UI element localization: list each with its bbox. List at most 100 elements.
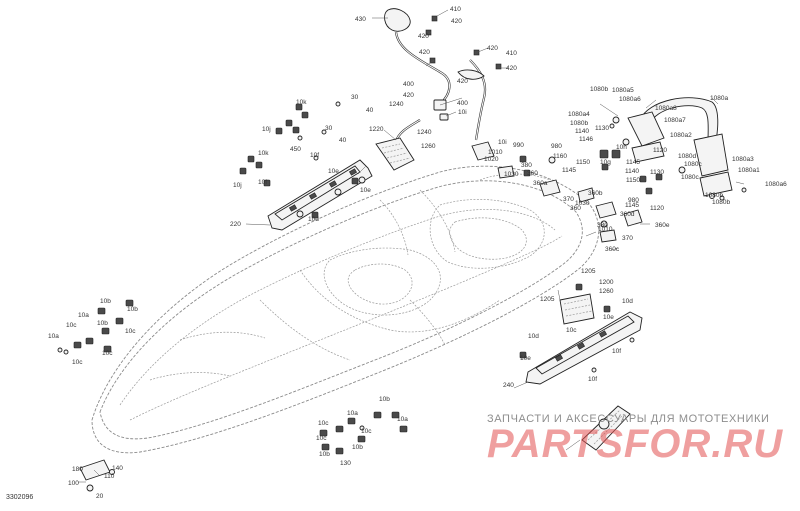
callout-label: 1145	[625, 202, 639, 209]
callout-label: 1240	[417, 129, 432, 136]
side-rail-lower-right	[519, 283, 643, 385]
callout-label: 10g	[600, 159, 611, 166]
callout-label: 100	[68, 480, 79, 487]
callout-label: 10e	[328, 168, 339, 175]
callout-label: 1080b	[705, 192, 723, 199]
callout-label: 180	[72, 466, 83, 473]
callout-label: 1140	[575, 128, 589, 135]
callout-label: 1130	[650, 169, 664, 176]
callout-label: 10a	[397, 416, 408, 423]
callout-label: 1220	[369, 126, 384, 133]
bow-clip-cluster	[57, 299, 134, 355]
callout-label: 1080b	[712, 199, 730, 206]
callout-label: 430	[355, 16, 366, 23]
callout-label: 10b	[379, 396, 390, 403]
callout-label: 10c	[72, 359, 83, 366]
callout-label: 1130	[595, 125, 609, 132]
callout-label: 1080a1	[738, 167, 760, 174]
callout-label: 360c	[605, 246, 620, 253]
callout-label: 10b	[100, 298, 111, 305]
callout-label: 10b	[127, 306, 138, 313]
callout-label: 420	[487, 45, 498, 52]
callout-label: 1010	[488, 149, 503, 156]
callout-label: 10j	[233, 182, 242, 189]
callout-label: 420	[451, 18, 462, 25]
side-rail-left-top	[267, 159, 373, 231]
callout-labels: 430 410 420 420 420 410 420 420 400 420 …	[48, 6, 787, 500]
callout-label: 400	[457, 100, 468, 107]
tow-eye-bracket	[79, 459, 115, 492]
callout-label: 1150	[576, 159, 590, 166]
callout-label: 450	[290, 146, 301, 153]
callout-label: 10e	[520, 355, 531, 362]
callout-label: 1080a5	[612, 87, 634, 94]
callout-label: 10a	[347, 410, 358, 417]
callout-label: 10f	[588, 376, 597, 383]
callout-label: 40	[339, 137, 347, 144]
callout-label: 360	[527, 170, 538, 177]
callout-label: 10c	[125, 328, 136, 335]
callout-label: 20	[96, 493, 104, 500]
callout-label: 1145	[562, 167, 576, 174]
callout-label: 1080a6	[619, 96, 641, 103]
callout-label: 10c	[66, 322, 77, 329]
callout-label: 10e	[603, 314, 614, 321]
callout-label: 360e	[655, 222, 670, 229]
callout-label: 1140	[625, 168, 639, 175]
clip-cluster-upper-left	[239, 101, 359, 219]
callout-label: 10d	[308, 216, 319, 223]
callout-label: 10b	[352, 444, 363, 451]
callout-label: 1080a3	[732, 156, 754, 163]
cleat-and-eyelet-group	[471, 141, 643, 243]
watermark-caption: ЗАПЧАСТИ И АКСЕССУАРЫ ДЛЯ МОТОТЕХНИКИ	[487, 413, 770, 425]
callout-label: 1145	[626, 159, 640, 166]
callout-label: 10b	[319, 451, 330, 458]
callout-label: 1080a7	[664, 117, 686, 124]
callout-label: 1200	[599, 279, 614, 286]
callout-label: 1080a2	[670, 132, 692, 139]
callout-label: 30	[351, 94, 359, 101]
callout-label: 400	[403, 81, 414, 88]
callout-label: 130	[340, 460, 351, 467]
callout-label: 1205	[540, 296, 555, 303]
reboarding-handle-assembly	[599, 97, 747, 201]
callout-leader-lines	[78, 9, 745, 483]
callout-label: 980	[628, 197, 639, 204]
callout-label: 10a	[78, 312, 89, 319]
callout-label: 980	[551, 143, 562, 150]
callout-label: 370	[622, 235, 633, 242]
callout-label: 10c	[316, 435, 327, 442]
callout-label: 1080b	[570, 120, 588, 127]
watercraft-hull-outline	[91, 165, 600, 454]
callout-label: 1080b	[590, 86, 608, 93]
callout-label: 380	[597, 222, 608, 229]
callout-label: 10k	[296, 99, 307, 106]
callout-label: 380	[521, 162, 532, 169]
callout-label: 360d	[620, 211, 635, 218]
watermark-brand-logo: PARTSFOR.RU	[487, 422, 784, 466]
diagram-reference-code: 3302096	[6, 494, 34, 501]
callout-label: 420	[457, 78, 468, 85]
callout-label: 240	[503, 382, 514, 389]
callout-label: 420	[419, 49, 430, 56]
callout-label: 1120	[650, 205, 664, 212]
callout-label: 1120	[653, 147, 667, 154]
callout-label: 360b	[588, 190, 603, 197]
callout-label: 10d	[622, 298, 633, 305]
callout-label: 10e	[360, 187, 371, 194]
callout-label: 420	[418, 33, 429, 40]
callout-label: 1240	[389, 101, 404, 108]
callout-label: 1030	[575, 200, 590, 207]
callout-label: 370	[563, 196, 574, 203]
callout-label: 1080d	[678, 153, 696, 160]
callout-label: 10c	[361, 428, 372, 435]
callout-label: 1146	[579, 136, 593, 143]
callout-label: 10k	[258, 150, 269, 157]
callout-label: 1010	[598, 226, 613, 233]
callout-label: 1020	[484, 156, 499, 163]
callout-label: 420	[403, 92, 414, 99]
callout-label: 10a	[48, 333, 59, 340]
callout-label: 140	[112, 465, 123, 472]
